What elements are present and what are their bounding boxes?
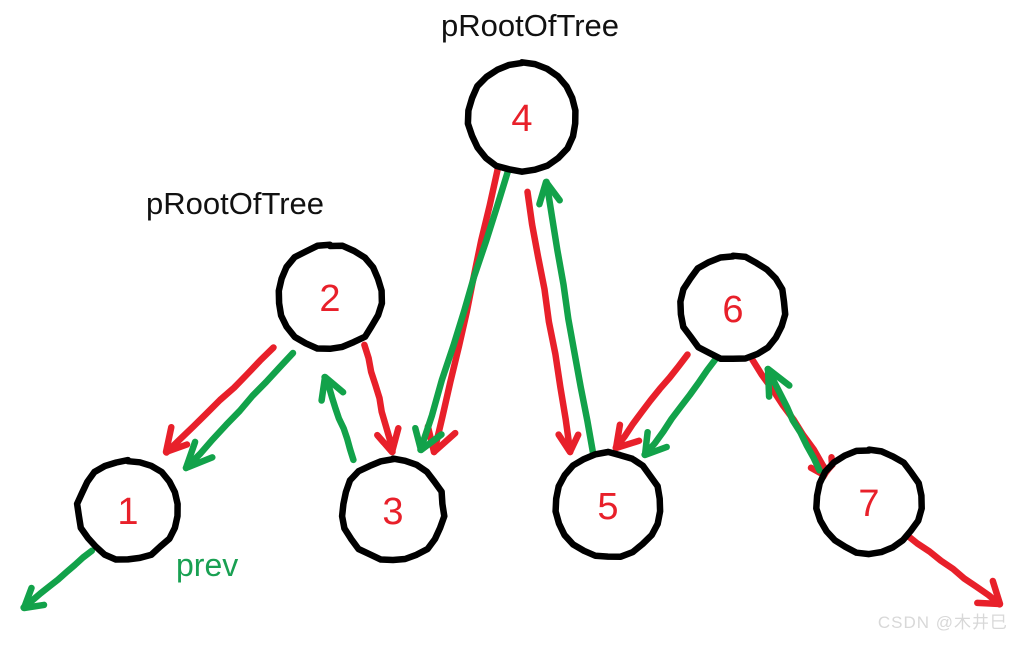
- node-6-circle: [677, 252, 789, 362]
- arrow-2-to-1: [162, 344, 277, 456]
- node-2-circle: [275, 241, 386, 353]
- arrow-1-to-2-return: [182, 349, 297, 472]
- arrow-1-to-null-return-shaft: [20, 547, 96, 611]
- arrow-1-to-null-return-head: [20, 584, 48, 612]
- arrow-4-to-6: [524, 188, 582, 456]
- arrow-7-to-6-return-head: [764, 365, 793, 400]
- tree-node-3[interactable]: [338, 455, 448, 564]
- arrow-4-to-6-shaft: [524, 188, 574, 456]
- arrow-1-to-null-return: [20, 547, 96, 612]
- arrow-4-to-6-head: [555, 431, 582, 456]
- arrow-6-to-5: [612, 351, 691, 452]
- arrow-6-to-4-return-shaft: [543, 178, 597, 459]
- tree-node-6[interactable]: [677, 252, 789, 362]
- arrow-7-to-6-return-shaft: [764, 365, 823, 474]
- tree-node-2[interactable]: [275, 241, 386, 353]
- arrow-2-to-3: [361, 341, 402, 456]
- arrow-4-to-3-return: [412, 168, 511, 454]
- tree-node-1[interactable]: [73, 456, 181, 563]
- arrow-6-to-4-return-head: [536, 178, 563, 208]
- root-label-top: pRootOfTree: [441, 8, 620, 43]
- arrow-2-to-1-shaft: [163, 344, 277, 456]
- node-3-circle: [338, 455, 448, 564]
- prev-pointer-label: prev: [176, 547, 239, 583]
- arrow-7-to-null: [902, 530, 1004, 608]
- arrow-3-to-2-return: [318, 373, 357, 464]
- tree-node-4[interactable]: [464, 59, 579, 175]
- tree-node-5[interactable]: [552, 448, 664, 560]
- arrow-6-to-5-shaft: [612, 351, 691, 452]
- node-3-fill: [345, 462, 441, 558]
- watermark: CSDN @木井巳: [877, 613, 1008, 632]
- arrow-3-to-2-return-shaft: [321, 373, 357, 464]
- arrow-5-to-6-return-shaft: [641, 354, 720, 458]
- node-5-fill: [559, 456, 657, 554]
- tree-node-7[interactable]: [813, 446, 925, 558]
- node-5-circle: [552, 448, 664, 560]
- arrow-4-to-3-return-shaft: [417, 168, 511, 454]
- arrow-2-to-3-shaft: [361, 341, 396, 456]
- node-1-circle: [73, 456, 181, 563]
- arrow-3-to-2-return-head: [318, 373, 347, 404]
- arrow-7-to-null-shaft: [902, 530, 1003, 608]
- arrow-2-to-3-head: [374, 425, 402, 456]
- node-2-fill: [281, 248, 379, 346]
- arrow-4-to-3-return-head: [412, 424, 445, 454]
- arrow-5-to-6-return: [641, 354, 720, 459]
- node-1-fill: [81, 463, 175, 557]
- arrow-1-to-2-return-head: [182, 438, 216, 472]
- node-4-fill: [471, 66, 573, 168]
- arrow-1-to-2-return-shaft: [182, 349, 297, 472]
- arrow-4-to-2-head: [424, 423, 459, 456]
- arrow-7-to-6-return: [764, 365, 823, 474]
- node-6-fill: [684, 259, 782, 357]
- arrow-7-to-null-head: [974, 577, 1004, 608]
- root-label-left: pRootOfTree: [146, 186, 325, 221]
- arrow-5-to-6-return-head: [641, 428, 670, 459]
- node-7-circle: [813, 446, 925, 558]
- arrow-6-to-5-head: [612, 421, 643, 452]
- node-7-fill: [820, 453, 918, 551]
- arrow-6-to-4-return: [536, 178, 597, 459]
- node-4-circle: [464, 59, 579, 175]
- arrow-2-to-1-head: [162, 423, 191, 456]
